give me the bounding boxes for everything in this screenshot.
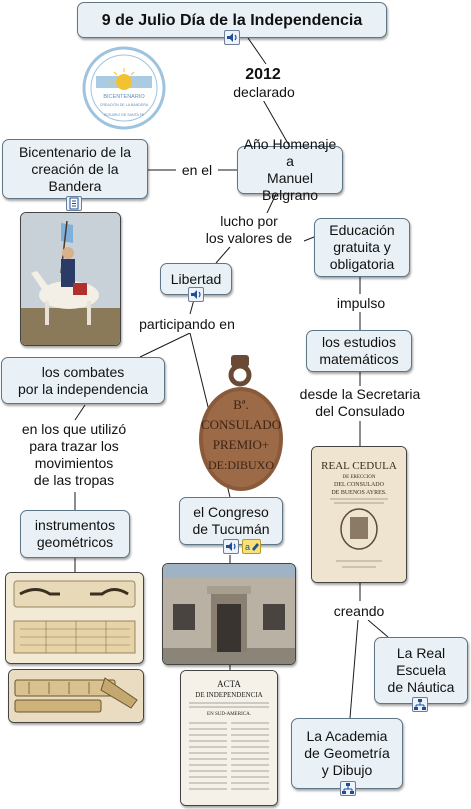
acta-line1: ACTA	[217, 679, 241, 689]
logo-top-text: BICENTENARIO	[103, 94, 145, 100]
cedula-line4: DE BUENOS AYRES.	[331, 490, 387, 496]
medal-image: Bª. CONSULADO PREMIO+ DE:DIBUXO	[199, 355, 283, 491]
instruments-image-1[interactable]	[5, 572, 144, 664]
document-icon[interactable]	[66, 196, 82, 211]
congreso-text: el Congreso de Tucumán	[192, 504, 270, 537]
logo-middle-text: CREACIÓN DE LA BANDERA	[100, 102, 149, 107]
impulso-label: impulso	[330, 295, 392, 312]
en-los-que-label: en los que utilizó para trazar los movim…	[7, 421, 141, 489]
academia-node[interactable]: La Academia de Geometría y Dibujo	[291, 718, 403, 789]
instruments-illustration-2	[9, 670, 143, 722]
declared-label: declarado	[227, 84, 301, 101]
medal-line2: CONSULADO	[201, 417, 281, 432]
year-label: 2012	[238, 66, 288, 83]
instruments-image-2[interactable]	[8, 669, 144, 723]
cedula-image[interactable]: REAL CEDULA DE ERECCION DEL CONSULADO DE…	[311, 446, 407, 583]
acta-image[interactable]: ACTA DE INDEPENDENCIA EN SUD-AMERICA.	[180, 670, 278, 806]
audio-icon[interactable]	[188, 287, 204, 302]
cedula-line2: DE ERECCION	[343, 475, 376, 480]
logo-bottom-text: ROSARIO DE SANTA FE	[104, 113, 145, 117]
concept-map-icon[interactable]	[412, 697, 428, 712]
instrumentos-node[interactable]: instrumentos geométricos	[20, 510, 130, 558]
cedula-line1: REAL CEDULA	[321, 460, 397, 472]
libertad-text: Libertad	[170, 270, 222, 287]
homage-text: Año Homenaje a Manuel Belgrano	[243, 136, 337, 203]
participando-label: participando en	[128, 316, 246, 333]
estudios-node[interactable]: los estudios matemáticos	[306, 330, 412, 372]
acta-line3: EN SUD-AMERICA.	[207, 712, 251, 717]
lucho-label: lucho por los valores de	[194, 213, 304, 247]
bicentenario-node[interactable]: Bicentenario de la creación de la Bander…	[2, 139, 148, 199]
congreso-node[interactable]: el Congreso de Tucumán	[179, 497, 283, 545]
medal-line3: PREMIO+	[213, 437, 269, 452]
medal-line4: DE:DIBUXO	[208, 458, 274, 472]
academia-text: La Academia de Geometría y Dibujo	[304, 728, 390, 778]
acta-line2: DE INDEPENDENCIA	[195, 691, 262, 699]
cedula-line3: DEL CONSULADO	[334, 482, 385, 488]
educacion-node[interactable]: Educación gratuita y obligatoria	[314, 218, 410, 277]
tucuman-house-image[interactable]	[162, 563, 296, 665]
en-el-label: en el	[176, 162, 218, 179]
audio-icon[interactable]	[223, 539, 239, 554]
audio-icon[interactable]	[224, 30, 240, 45]
note-icon[interactable]: a	[242, 539, 261, 554]
cedula-illustration: REAL CEDULA DE ERECCION DEL CONSULADO DE…	[312, 447, 406, 582]
educacion-text: Educación gratuita y obligatoria	[329, 222, 395, 272]
bicentenario-text: Bicentenario de la creación de la Bander…	[18, 143, 132, 194]
tucuman-house-illustration	[163, 564, 295, 664]
belgrano-image[interactable]	[20, 212, 121, 346]
medal-line1: Bª.	[233, 397, 249, 412]
estudios-text: los estudios matemáticos	[319, 334, 399, 367]
title-node[interactable]: 9 de Julio Día de la Independencia	[77, 2, 387, 38]
bicentenario-logo: BICENTENARIO CREACIÓN DE LA BANDERA ROSA…	[82, 46, 166, 130]
homage-node[interactable]: Año Homenaje a Manuel Belgrano	[237, 136, 343, 203]
combates-text: los combates por la independencia	[18, 363, 148, 397]
escuela-text: La Real Escuela de Náutica	[387, 645, 455, 695]
concept-map-icon[interactable]	[340, 781, 356, 796]
instruments-illustration-1	[6, 573, 143, 663]
svg-text:a: a	[245, 542, 250, 552]
belgrano-illustration	[21, 213, 120, 345]
title-text: 9 de Julio Día de la Independencia	[101, 11, 363, 29]
instrumentos-text: instrumentos geométricos	[34, 517, 116, 550]
secretaria-label: desde la Secretaria del Consulado	[289, 386, 431, 420]
combates-node[interactable]: los combates por la independencia	[1, 357, 165, 404]
acta-illustration: ACTA DE INDEPENDENCIA EN SUD-AMERICA.	[181, 671, 277, 805]
creando-label: creando	[326, 603, 392, 620]
escuela-node[interactable]: La Real Escuela de Náutica	[374, 637, 468, 704]
